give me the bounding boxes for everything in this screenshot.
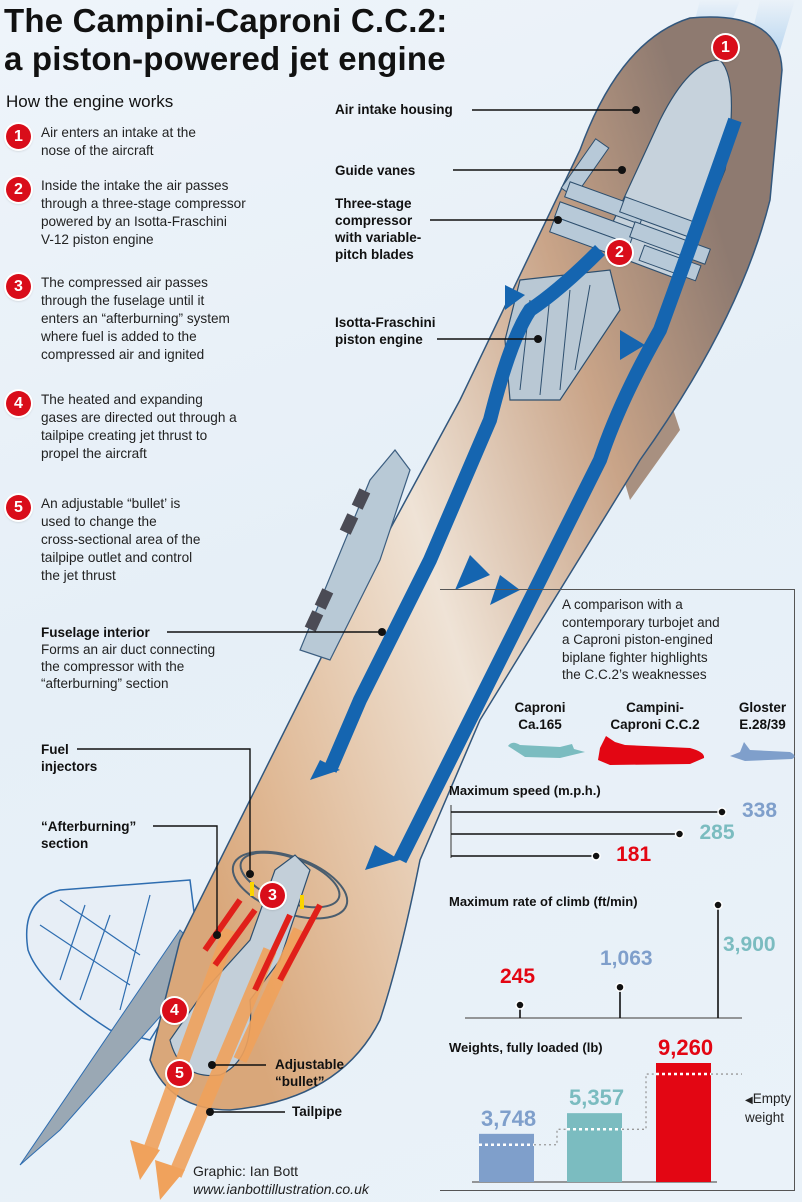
aircraft-name-ca165: Caproni Ca.165: [514, 700, 566, 732]
triangle-left-icon: ◀: [745, 1095, 753, 1106]
aircraft-name-gloster: Gloster E.28/39: [738, 700, 787, 732]
diagram-badge-1: 1: [713, 35, 738, 60]
silhouette-gloster: [730, 742, 795, 761]
fuselage: [149, 16, 783, 1111]
climb-point: [713, 900, 723, 910]
climb-chart-title: Maximum rate of climb (ft/min): [449, 894, 638, 909]
speed-value-label: 338: [742, 799, 778, 822]
speed-chart: [451, 807, 727, 861]
climb-value-label: 3,900: [723, 933, 776, 956]
title-line-2: a piston-powered jet engine: [4, 40, 446, 77]
climb-value-label: 1,063: [600, 947, 653, 971]
diagram-badge-3: 3: [260, 883, 285, 908]
leader-dots: [206, 106, 640, 1116]
credit: Graphic: Ian Bott www.ianbottillustratio…: [193, 1162, 369, 1198]
airflow-arrowheads: [310, 285, 645, 870]
aircraft-name-cc2: Campini- Caproni C.C.2: [610, 700, 700, 732]
callout-piston-engine: Isotta-Fraschini piston engine: [335, 315, 436, 347]
climb-point: [515, 1000, 525, 1010]
weight-bar: [567, 1113, 622, 1182]
step-badge: 2: [6, 177, 31, 202]
silhouette-ca165: [508, 742, 585, 758]
comparison-panel: [440, 589, 795, 1191]
flame-arrows: [202, 898, 323, 992]
speed-point: [717, 807, 727, 817]
title-line-1: The Campini-Caproni C.C.2:: [4, 2, 448, 39]
speed-chart-title: Maximum speed (m.p.h.): [449, 783, 601, 798]
how-heading: How the engine works: [6, 92, 174, 111]
step-badge: 3: [6, 274, 31, 299]
step-badge: 4: [6, 391, 31, 416]
callout-fuselage-interior: Fuselage interior: [41, 625, 150, 640]
leader-lines: [77, 109, 636, 1113]
step-text: Air enters an intake at the nose of the …: [41, 125, 196, 158]
empty-weight-connector: [534, 1128, 567, 1146]
credit-author: Graphic: Ian Bott: [193, 1163, 299, 1179]
step-text: The compressed air passes through the fu…: [41, 275, 230, 362]
empty-weight-connector: [622, 1073, 656, 1130]
climb-chart: [515, 900, 723, 1018]
diagram-badge-5: 5: [167, 1061, 192, 1086]
weight-chart-title: Weights, fully loaded (lb): [449, 1040, 603, 1055]
callout-fuselage-interior-desc: Forms an air duct connecting the compres…: [41, 642, 216, 691]
speed-value-label: 285: [699, 821, 735, 844]
comparison-intro: A comparison with a contemporary turboje…: [562, 597, 720, 682]
callout-fuel-injectors: Fuel injectors: [41, 742, 98, 774]
callout-air-intake-housing: Air intake housing: [335, 102, 453, 117]
page-title: The Campini-Caproni C.C.2: a piston-powe…: [4, 2, 447, 78]
weight-value-label: 5,357: [569, 1085, 625, 1111]
weight-value-label: 9,260: [658, 1035, 714, 1060]
callout-tailpipe: Tailpipe: [292, 1104, 343, 1119]
credit-website[interactable]: www.ianbottillustration.co.uk: [193, 1181, 369, 1197]
exhaust-arrowheads: [130, 1140, 185, 1200]
callout-afterburning-section: “Afterburning” section: [41, 819, 137, 851]
speed-point: [591, 851, 601, 861]
step-badge: 5: [6, 495, 31, 520]
airflow-arrows: [323, 117, 742, 864]
tail-fin-grid: [39, 894, 151, 1011]
weight-value-label: 3,748: [481, 1105, 537, 1131]
climb-value-label: 245: [500, 965, 536, 988]
silhouette-cc2: [598, 736, 705, 765]
diagram-badge-2: 2: [607, 240, 632, 265]
speed-point: [674, 829, 685, 839]
climb-point: [615, 982, 625, 992]
callout-compressor: Three-stage compressor with variable- pi…: [335, 196, 422, 262]
step-text: Inside the intake the air passes through…: [41, 178, 246, 247]
speed-value-label: 181: [616, 843, 652, 866]
step-badge: 1: [6, 124, 31, 149]
diagram-badge-4: 4: [162, 998, 187, 1023]
callout-adjustable-bullet: Adjustable “bullet”: [275, 1057, 345, 1089]
step-text: The heated and expanding gases are direc…: [41, 392, 237, 461]
cockpit-canopy: [299, 449, 411, 661]
weight-chart: [479, 1063, 742, 1182]
weight-bar: [656, 1063, 711, 1182]
empty-weight-label: ◀Empty weight: [745, 1091, 791, 1125]
callout-guide-vanes: Guide vanes: [335, 163, 416, 178]
weight-bar: [479, 1133, 534, 1182]
step-text: An adjustable “bullet’ is used to change…: [41, 496, 201, 583]
